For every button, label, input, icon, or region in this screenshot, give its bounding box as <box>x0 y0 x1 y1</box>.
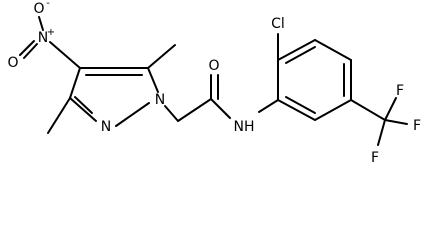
bond-nh-ring <box>258 99 279 113</box>
bond-c-f-bottom <box>377 119 386 146</box>
nitro-charge-minus: - <box>46 0 50 9</box>
atom-label-n-nitro: N <box>38 30 48 46</box>
bonds <box>19 16 408 146</box>
atom-label-nh: NH <box>234 119 255 135</box>
bond-nitro-n-c4 <box>49 41 81 69</box>
bond-ar-3 <box>314 39 352 61</box>
bond-c5-n1 <box>147 67 159 93</box>
bond-n1-n2 <box>115 102 150 127</box>
bond-ch2-carbonyl <box>177 98 212 122</box>
bond-carbonyl-nh <box>210 98 231 119</box>
bond-ar-2-inner <box>285 46 316 64</box>
bond-nitro-n-o-left-2 <box>23 43 38 59</box>
bond-nitro-n-o-left <box>19 40 35 56</box>
bond-nitro-n-o-top <box>38 16 44 31</box>
atom-label-f-right: F <box>413 118 421 134</box>
atom-label-cl: Cl <box>271 16 285 32</box>
atom-label-f-bottom: F <box>371 150 379 166</box>
bond-n2-c3 <box>69 97 97 122</box>
chemical-structure: Cl O NH N N N + O - O F F F <box>7 0 421 166</box>
bond-ar-2 <box>277 39 316 61</box>
nitro-charge-plus: + <box>47 27 55 38</box>
atom-label-f-top: F <box>396 83 404 99</box>
bond-c3-methyl <box>47 97 71 134</box>
bond-n1-ch2 <box>164 105 179 122</box>
bond-c-f-right <box>384 119 408 125</box>
bond-c5-methyl <box>147 44 176 69</box>
bond-c-f-top <box>384 97 397 121</box>
atom-label-n-pyrazole-1: N <box>155 92 165 108</box>
atom-label-o-nitro-top: O <box>33 1 44 17</box>
bond-ar-cf3 <box>350 99 386 121</box>
bond-ar-6-inner <box>285 96 316 114</box>
atom-label-n-pyrazole-2: N <box>101 119 111 135</box>
bond-n2-c3-double <box>74 96 93 114</box>
bond-ar-5 <box>314 99 352 121</box>
bond-c3-c4 <box>69 67 81 99</box>
atom-label-o-nitro-left: O <box>7 55 18 71</box>
molecule-drawing: Cl O NH N N N + O - O F F F <box>7 0 421 166</box>
atom-label-o-amide: O <box>208 58 219 74</box>
atom-labels: Cl O NH N N N + O - O F F F <box>7 0 421 166</box>
bond-ar-6 <box>277 99 316 121</box>
